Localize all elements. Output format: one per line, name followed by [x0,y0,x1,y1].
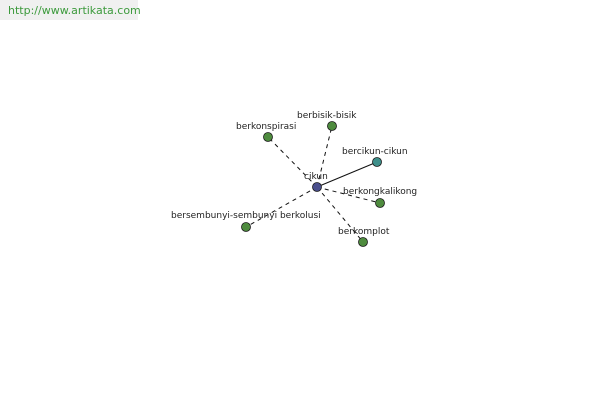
edge-berkonspirasi [267,136,318,188]
edge-bercikun-cikun [316,161,378,188]
node-label-berkonspirasi[interactable]: berkonspirasi [236,122,296,132]
site-url-link[interactable]: http://www.artikata.com [8,3,141,17]
node-label-bercikun-cikun[interactable]: bercikun-cikun [342,147,408,157]
node-label-center[interactable]: cikun [304,172,328,182]
graph-edges [245,125,381,243]
node-label-berkomplot[interactable]: berkomplot [338,227,390,237]
node-center-cikun[interactable] [312,182,322,192]
edge-bersembunyi-sembunyi-berkolusi [245,186,318,228]
node-bersembunyi-sembunyi-berkolusi[interactable] [241,222,251,232]
node-berkongkalikong[interactable] [375,198,385,208]
node-bercikun-cikun[interactable] [372,157,382,167]
node-label-bersembunyi-sembunyi-berkolusi[interactable]: bersembunyi-sembunyi berkolusi [171,211,321,221]
edge-berkomplot [316,186,364,243]
site-banner[interactable]: http://www.artikata.com [0,0,141,20]
node-label-berkongkalikong[interactable]: berkongkalikong [343,187,417,197]
node-berkonspirasi[interactable] [263,132,273,142]
node-label-berbisik-bisik[interactable]: berbisik-bisik [297,111,357,121]
node-berkomplot[interactable] [358,237,368,247]
node-berbisik-bisik[interactable] [327,121,337,131]
edge-berbisik-bisik [316,125,333,188]
edge-berkongkalikong [316,186,381,204]
